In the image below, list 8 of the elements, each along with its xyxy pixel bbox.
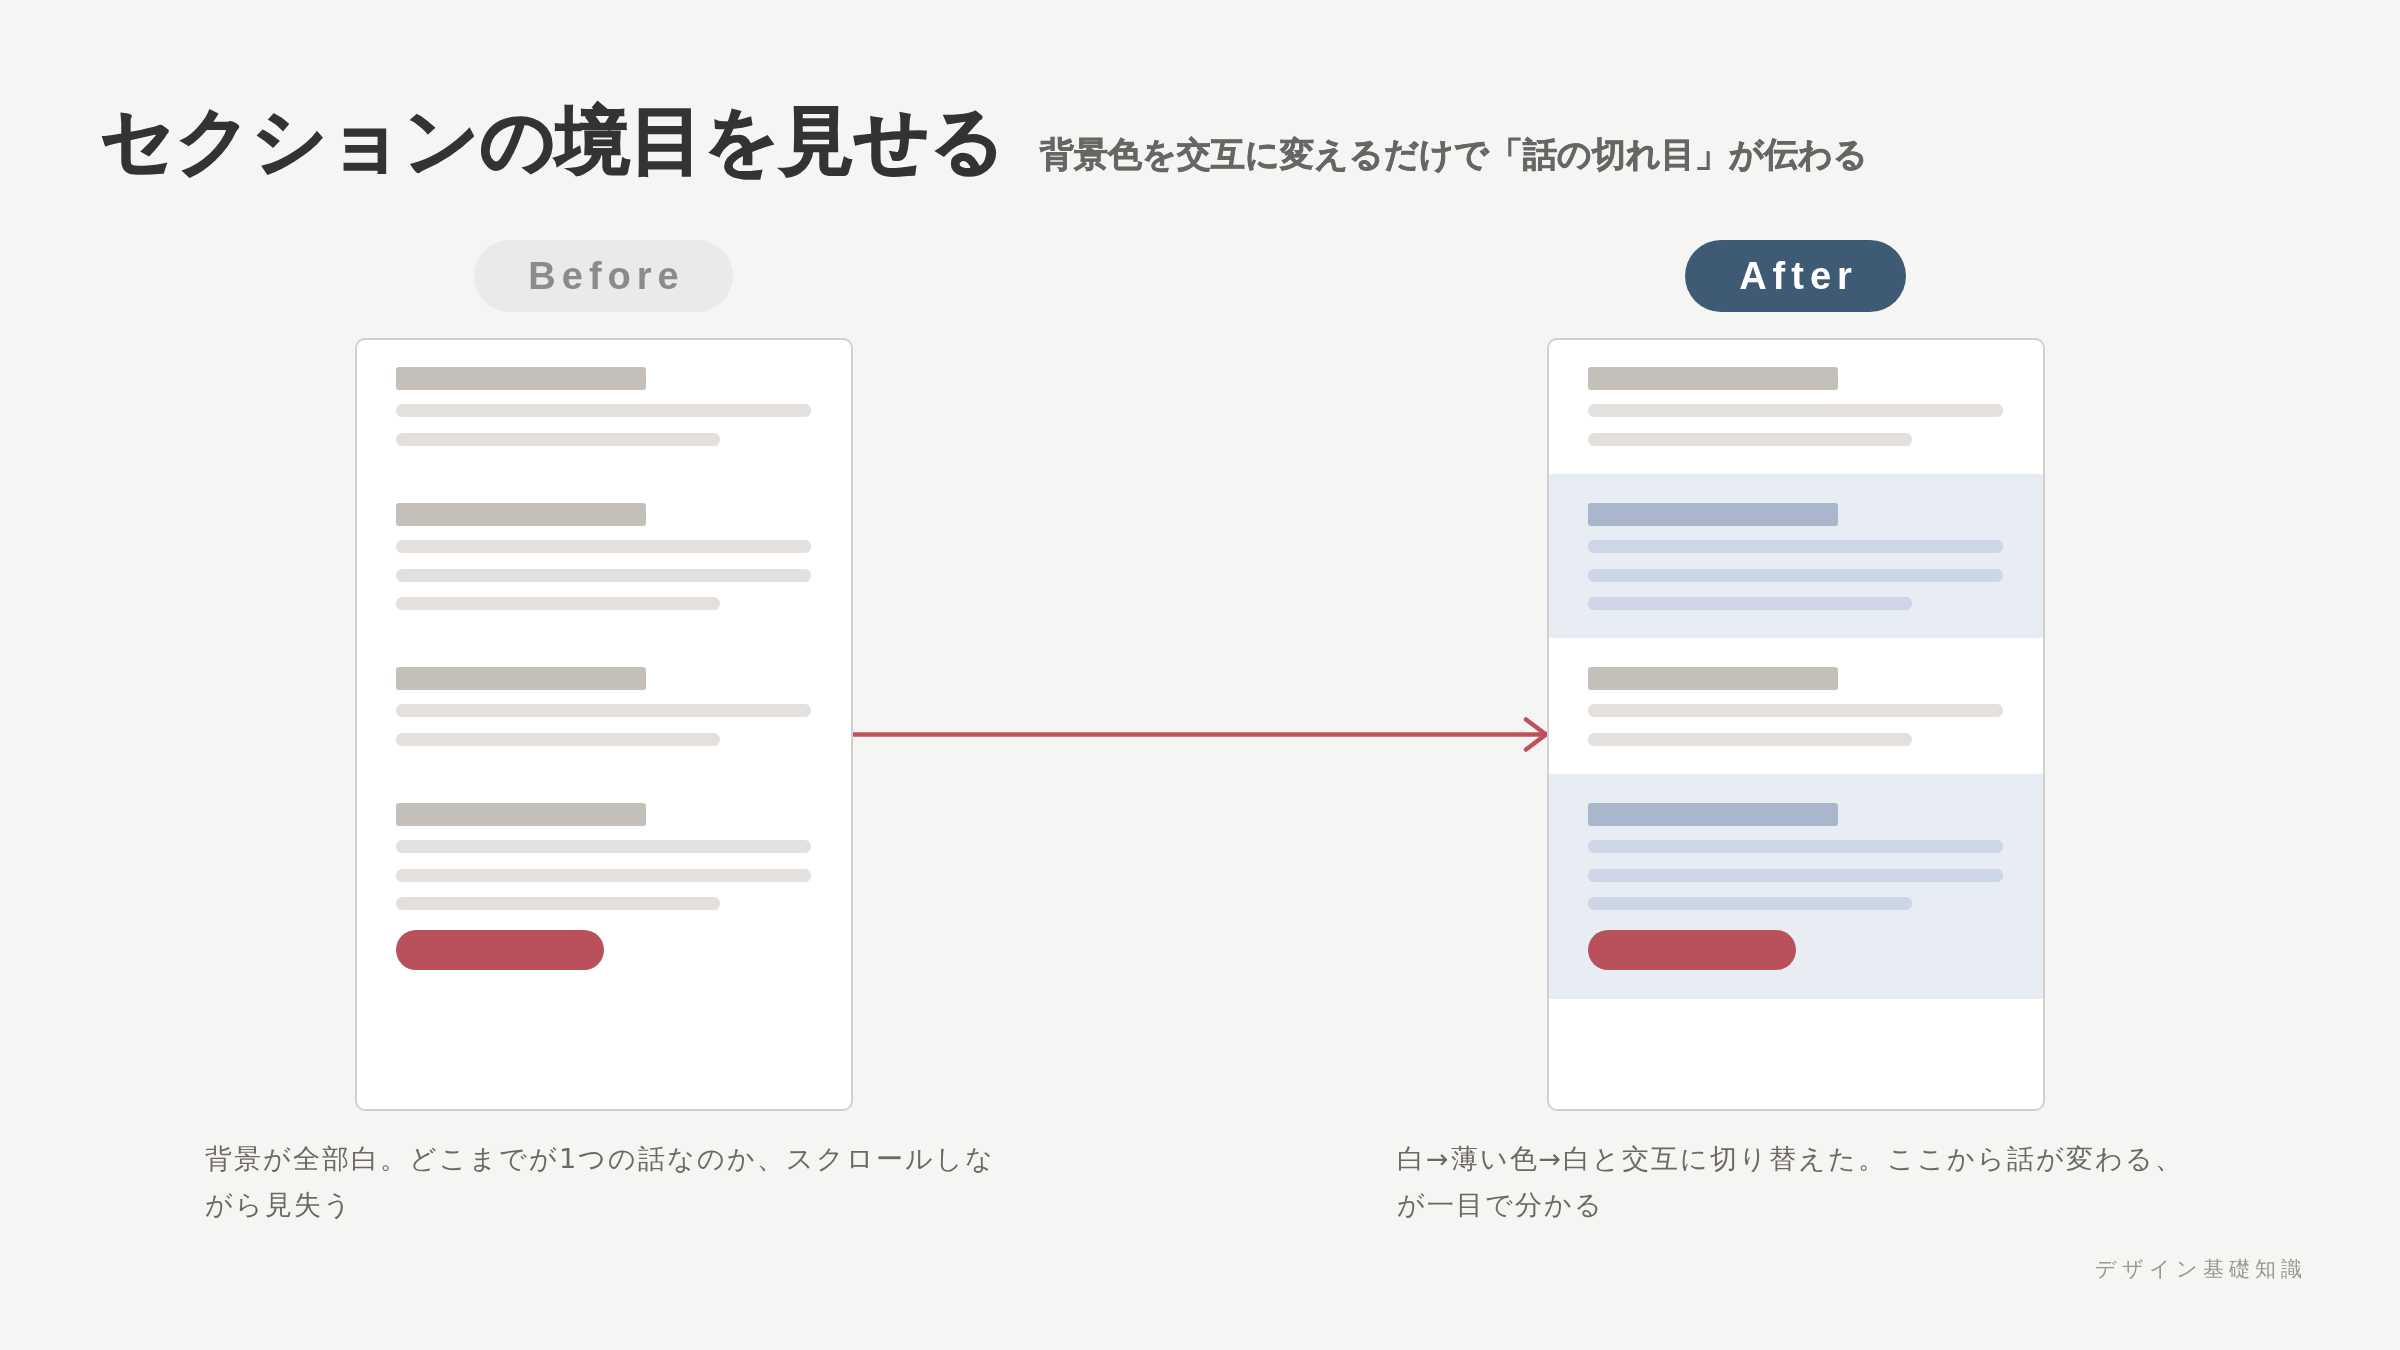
node-label: 背景が全部白。どこまでが1つの話なのか、スクロールしながら見失う: [205, 1142, 997, 1222]
subtitle: 背景色を交互に変えるだけで「話の切れ目」が伝わる: [1040, 134, 1868, 175]
arrow: [853, 717, 1549, 752]
footer-text: デザイン基礎知識: [2095, 1256, 2307, 1283]
label-badge: After: [1685, 240, 1906, 312]
label-badge: Before: [474, 240, 733, 312]
node-label: 白→薄い色→白と交互に切り替えた。ここから話が変わる、が一目で分かる: [1397, 1142, 2186, 1222]
title: セクションの境目を見せる: [100, 96, 1006, 185]
